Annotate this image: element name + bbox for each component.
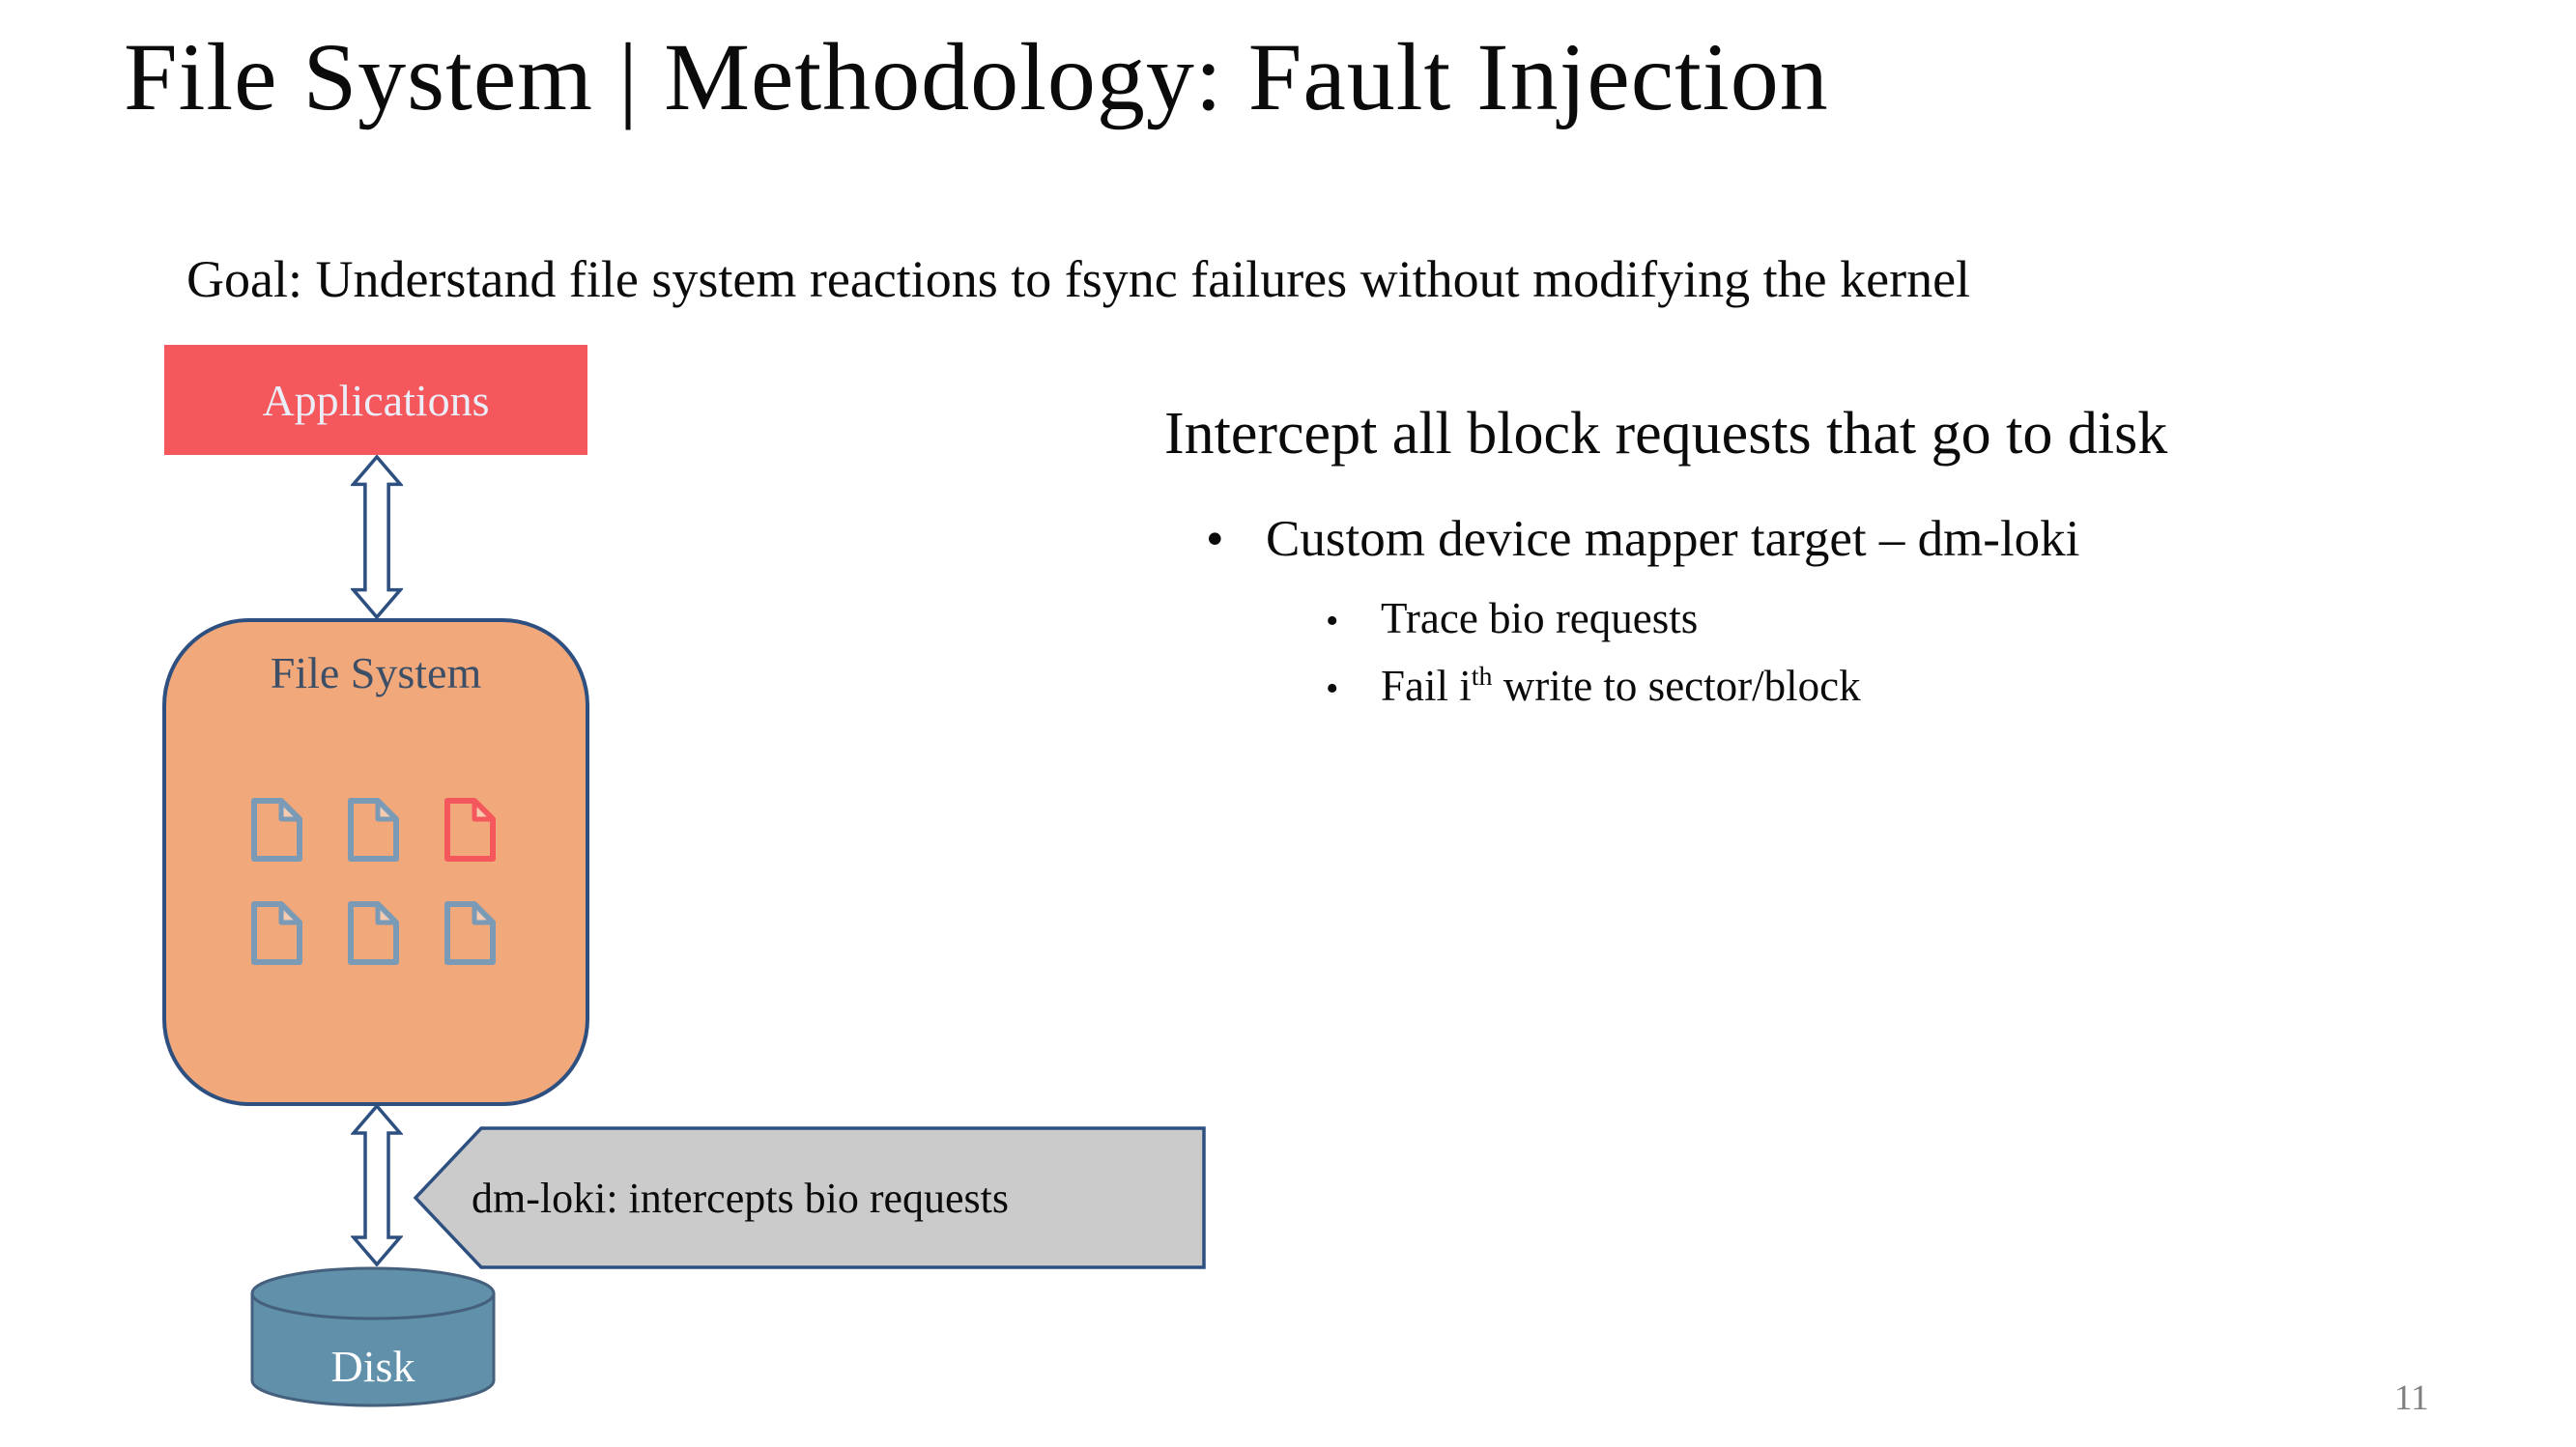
document-icon-blue xyxy=(251,901,302,965)
document-icon-blue xyxy=(444,901,496,965)
double-arrow-icon xyxy=(351,1104,403,1266)
bullet-text-suffix: write to sector/block xyxy=(1492,662,1861,710)
applications-box: Applications xyxy=(164,345,587,455)
applications-label: Applications xyxy=(262,375,490,425)
callout-label: dm-loki: intercepts bio requests xyxy=(472,1174,1009,1222)
file-system-label: File System xyxy=(270,648,482,697)
document-icon-blue xyxy=(251,798,302,862)
document-icon-red xyxy=(444,798,496,862)
sub-bullet-item: Trace bio requests xyxy=(1326,593,1698,643)
file-system-box: File System xyxy=(162,618,589,1106)
slide-title: File System | Methodology: Fault Injecti… xyxy=(124,23,1829,130)
callout-arrow xyxy=(414,1126,1206,1269)
bullet-text-superscript: th xyxy=(1471,662,1493,692)
goal-statement: Goal: Understand file system reactions t… xyxy=(186,250,1971,308)
disk-label: Disk xyxy=(330,1342,415,1391)
document-icon-blue xyxy=(348,901,399,965)
page-number: 11 xyxy=(2394,1378,2429,1418)
document-grid xyxy=(249,796,498,967)
bullet-text: Trace bio requests xyxy=(1381,594,1699,642)
bullet-text: Custom device mapper target – dm-loki xyxy=(1266,511,2080,567)
content-heading: Intercept all block requests that go to … xyxy=(1164,401,2168,467)
bullet-item: Custom device mapper target – dm-loki xyxy=(1206,510,2079,568)
bullet-text-prefix: Fail i xyxy=(1381,662,1472,710)
disk-cylinder xyxy=(250,1266,496,1407)
sub-bullet-item: Fail ith write to sector/block xyxy=(1326,661,1861,711)
double-arrow-icon xyxy=(351,455,403,619)
document-icon-blue xyxy=(348,798,399,862)
